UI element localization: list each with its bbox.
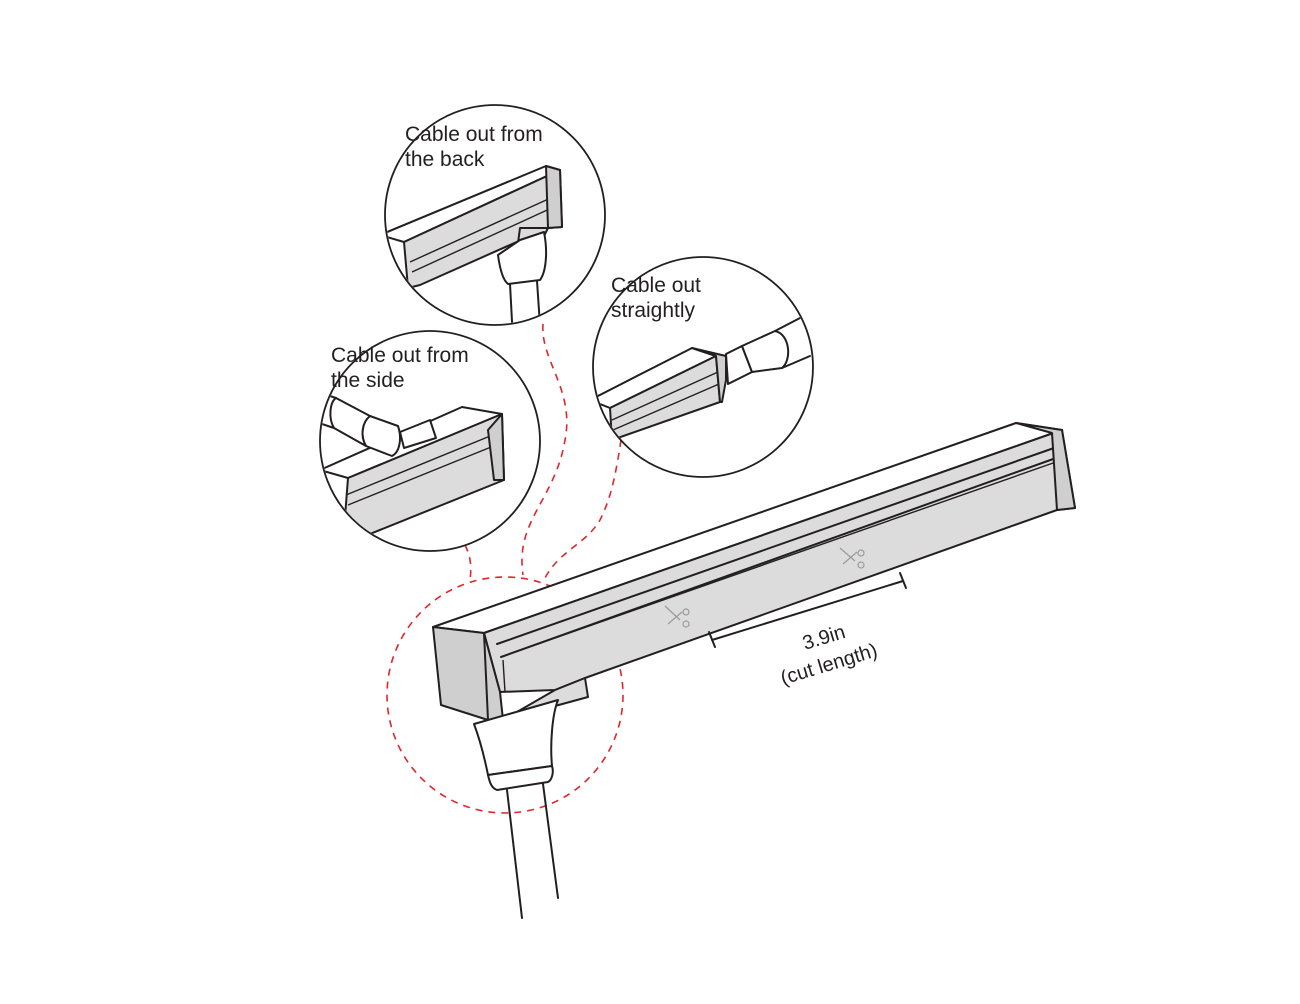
callout-cable-back: Cable out from the back [384, 104, 606, 326]
dimension-line [711, 580, 904, 641]
end-cap-left-edge [483, 632, 489, 721]
callout-cable-side: Cable out from the side [319, 330, 541, 552]
cut-mark-1 [664, 605, 690, 628]
profile-channel-inner [500, 461, 1057, 658]
end-cap-right [1015, 422, 1076, 511]
callout-back-label-line1: Cable out from [405, 123, 543, 146]
callout-back-label-line2: the back [405, 148, 485, 171]
callout-side-detail [321, 391, 505, 539]
cut-mark-2 [839, 547, 865, 569]
dimension-tick-right [899, 572, 907, 589]
callout-straight-label-line1: Cable out [611, 274, 701, 297]
callout-straight-detail [594, 317, 811, 441]
profile-front-face [483, 429, 1076, 693]
callout-side-label-line1: Cable out from [331, 344, 469, 367]
highlight-connectors [386, 323, 624, 814]
highlight-circle [386, 576, 624, 814]
dimension-tick-left [708, 631, 716, 648]
callout-back-detail [386, 165, 563, 324]
connector-side [464, 544, 472, 581]
connector-straight [544, 439, 622, 579]
connector-back [521, 323, 568, 576]
callout-cable-straight: Cable out straightly [592, 256, 814, 478]
power-cable [506, 783, 559, 919]
scissors-icon [839, 547, 858, 565]
scissors-icon [664, 605, 683, 625]
main-led-profile [432, 422, 1076, 919]
callout-side-label-line2: the side [331, 369, 405, 392]
callout-straight-label-line2: straightly [611, 299, 696, 322]
strain-relief-collar [487, 765, 554, 791]
